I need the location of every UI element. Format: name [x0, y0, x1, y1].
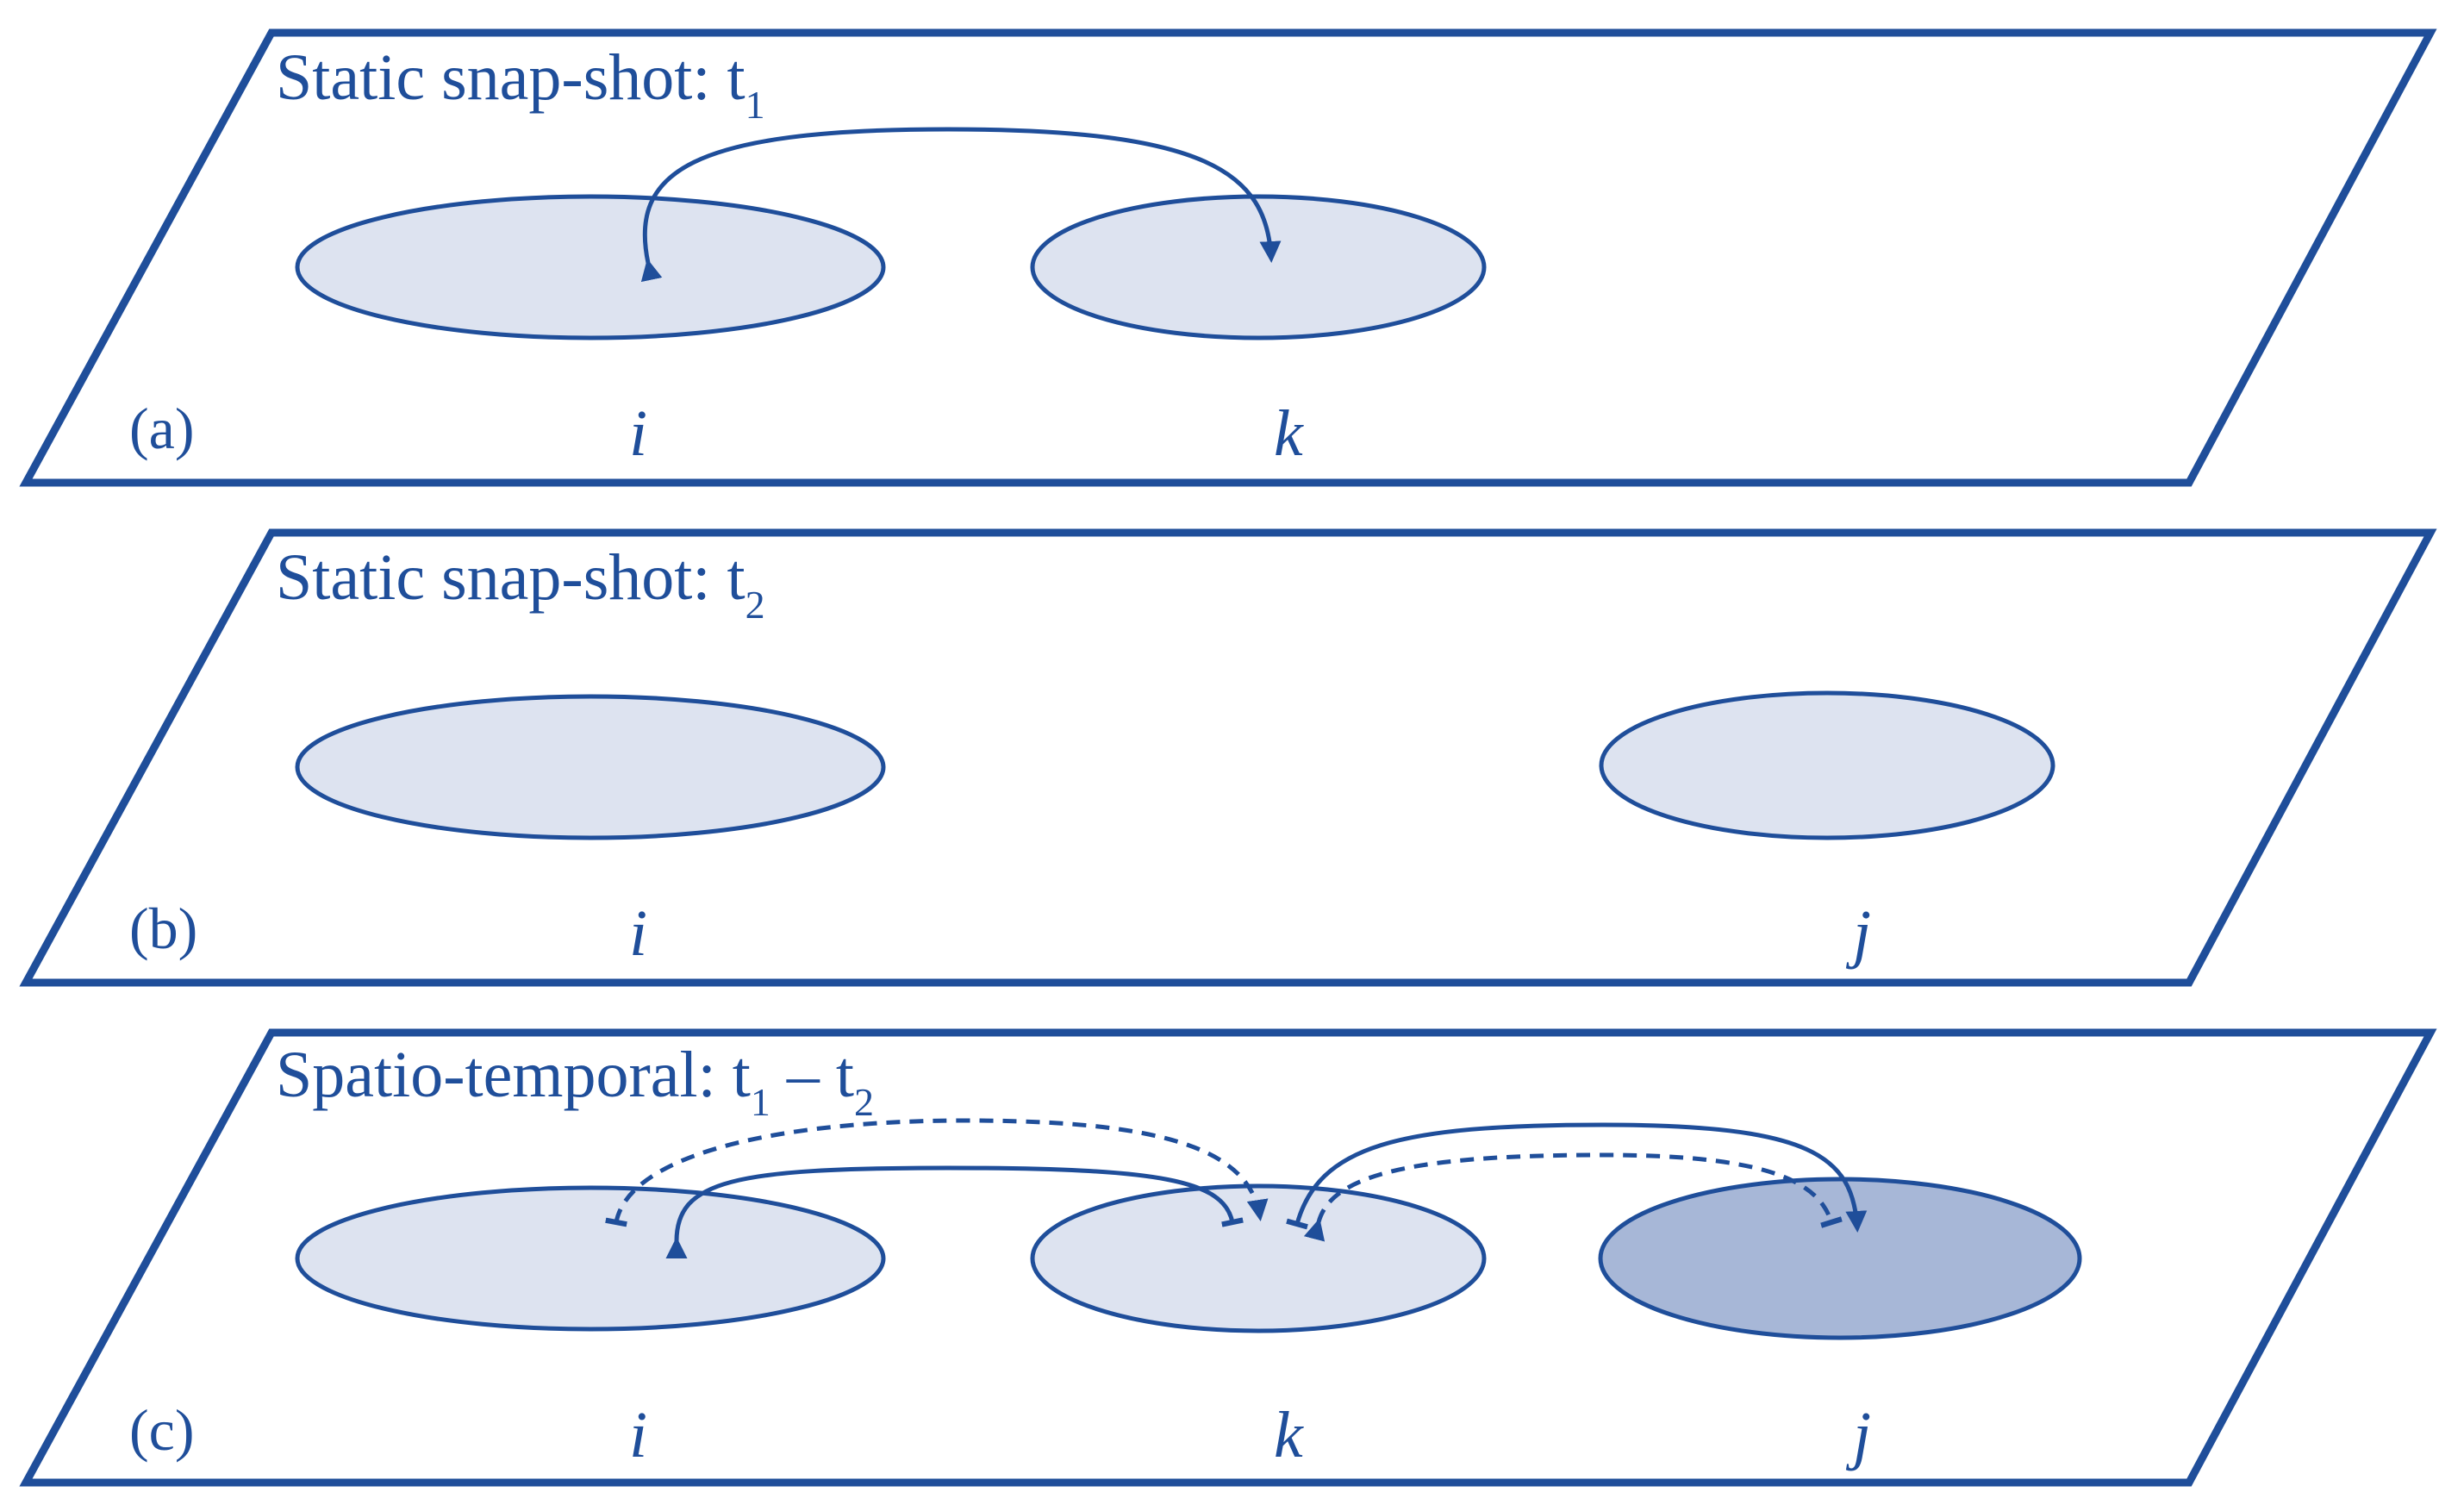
panel-c-tag: (c): [129, 1397, 194, 1463]
panel-b-region-i: [295, 694, 886, 840]
panel-c-title: Spatio-temporal: t1 – t2: [276, 1039, 874, 1124]
panel-c-label-k: k: [1274, 1399, 1304, 1471]
panel-b: Static snap-shot: t2 (b) i j: [19, 528, 2437, 987]
panel-b-title: Static snap-shot: t2: [276, 541, 765, 627]
panel-b-plane: [19, 528, 2437, 987]
panel-c: Spatio-temporal: t1 – t2 (c) i k j: [19, 1028, 2437, 1487]
panel-c-dashed-arc-i-k: [605, 1118, 1269, 1227]
panel-a-region-i: [295, 194, 886, 340]
panel-c-dashed-arc-k-j: [1303, 1152, 1843, 1242]
panel-a-label-k: k: [1274, 397, 1304, 470]
panel-c-region-i: [295, 1185, 886, 1332]
panel-a-tag: (a): [129, 396, 194, 461]
panel-b-tag: (b): [129, 896, 197, 961]
panel-b-region-j: [1599, 690, 2055, 840]
panel-c-label-i: i: [629, 1399, 647, 1471]
panel-a-label-i: i: [629, 397, 647, 470]
panel-a-title: Static snap-shot: t1: [276, 41, 765, 127]
panel-a-arc-i-k: [640, 127, 1282, 283]
panel-c-region-j: [1598, 1177, 2082, 1340]
panel-a-region-k: [1030, 194, 1487, 340]
panel-c-solid-arc-k-j: [1286, 1122, 1868, 1233]
panel-b-label-i: i: [629, 897, 647, 970]
panel-a: Static snap-shot: t1 (a) i k: [19, 28, 2437, 487]
panel-c-solid-arc-i-k: [665, 1165, 1244, 1259]
